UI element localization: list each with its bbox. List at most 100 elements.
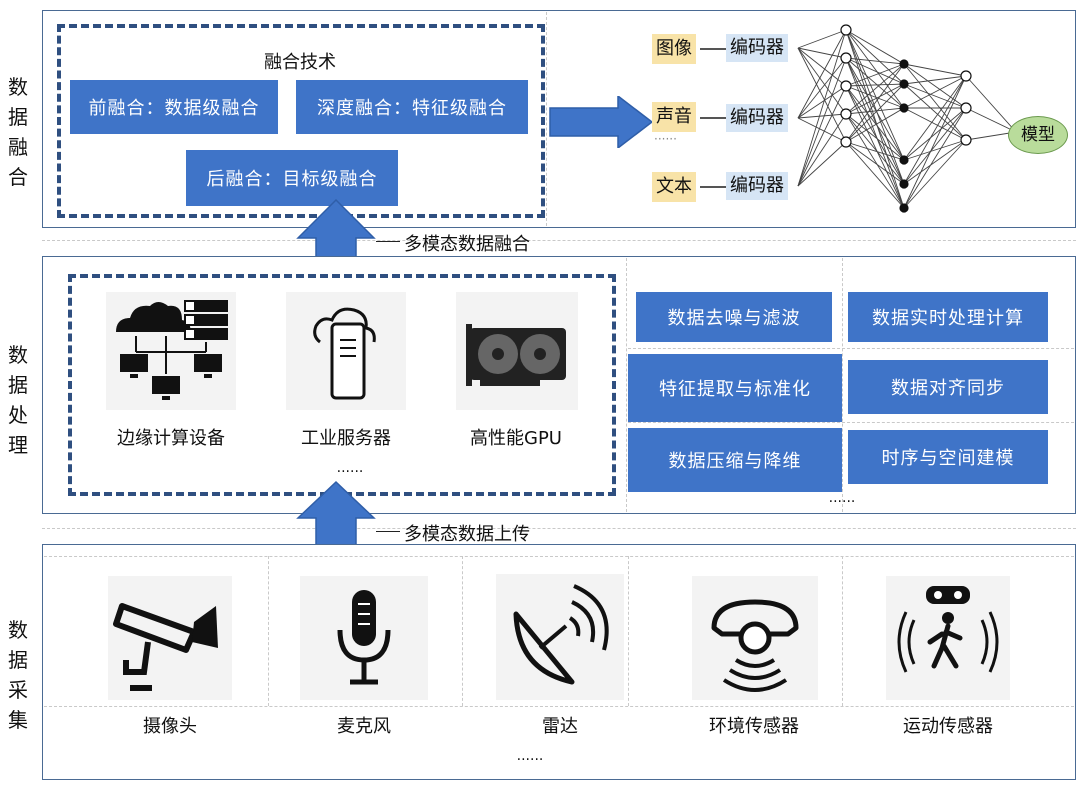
method-realtime: 数据实时处理计算 — [848, 292, 1048, 342]
devices-ellipsis: ······ — [336, 464, 364, 480]
nn-edge — [903, 107, 967, 185]
nn-edge — [797, 29, 847, 119]
encoder-sound: 编码器 — [726, 104, 788, 132]
environment-sensor-icon — [711, 599, 799, 692]
input-sound: 声音 — [652, 102, 696, 132]
nn-edge — [797, 29, 847, 187]
sensor-label-radar: 雷达 — [542, 716, 578, 737]
side-label-fusion: 数据融合 — [8, 75, 28, 189]
gpu-icon — [466, 324, 566, 386]
fusion-arrow-label: 多模态数据融合 — [404, 234, 530, 255]
nn-edge — [903, 139, 967, 185]
nn-edge — [845, 63, 905, 115]
nn-node — [899, 59, 909, 69]
nn-node — [899, 155, 909, 165]
nn-edge — [903, 75, 967, 185]
nn-edge — [845, 141, 905, 209]
method-compress: 数据压缩与降维 — [628, 428, 842, 492]
deep-fusion-box: 深度融合：特征级融合 — [296, 80, 528, 134]
nn-edge — [903, 75, 967, 209]
nn-node — [840, 52, 852, 64]
nn-node — [840, 108, 852, 120]
nn-edge — [903, 83, 967, 141]
nn-node — [960, 102, 972, 114]
side-label-collection: 数据采集 — [8, 618, 28, 732]
input-image: 图像 — [652, 34, 696, 64]
motion-sensor-tile — [886, 576, 1010, 700]
device-label-server: 工业服务器 — [301, 428, 391, 449]
nn-edge — [845, 83, 905, 115]
nn-edge — [845, 29, 905, 109]
nn-edge — [845, 57, 905, 185]
radar-icon — [513, 584, 609, 685]
nn-edge — [797, 85, 847, 187]
nn-edge — [797, 57, 847, 119]
nn-edge — [845, 85, 905, 109]
sensor-label-microphone: 麦克风 — [337, 716, 391, 737]
nn-edge — [903, 139, 967, 209]
sensors-ellipsis: ······ — [516, 752, 544, 768]
nn-edge — [965, 131, 1017, 141]
nn-node — [960, 134, 972, 146]
motion-sensor-icon — [897, 586, 999, 673]
nn-edge — [903, 107, 967, 209]
nn-edge — [845, 141, 905, 161]
upload-arrow-label: 多模态数据上传 — [404, 524, 530, 545]
microphone-icon — [337, 590, 391, 685]
input-ellipsis: ······ — [654, 132, 677, 146]
microphone-tile — [300, 576, 428, 700]
nn-edge — [903, 107, 967, 141]
nn-edge — [845, 107, 905, 143]
nn-edge — [845, 57, 905, 85]
nn-edge — [845, 29, 905, 85]
nn-node — [899, 179, 909, 189]
nn-edge — [903, 83, 967, 109]
nn-edge — [845, 107, 905, 115]
input-text: 文本 — [652, 172, 696, 202]
method-spatiotemporal: 时序与空间建模 — [848, 430, 1048, 484]
sensor-label-motion: 运动传感器 — [903, 716, 993, 737]
fusion-tech-frame — [57, 24, 545, 218]
camera-tile — [108, 576, 232, 700]
nn-edge — [845, 29, 905, 185]
nn-edge — [845, 63, 905, 143]
nn-edge — [903, 139, 967, 161]
methods-ellipsis: ······ — [828, 494, 856, 510]
nn-edge — [845, 57, 905, 209]
encoder-image: 编码器 — [726, 34, 788, 62]
nn-edge — [797, 57, 847, 187]
encoder-text: 编码器 — [726, 172, 788, 200]
nn-edge — [845, 29, 905, 65]
server-icon — [313, 307, 376, 400]
nn-node — [840, 24, 852, 36]
nn-edge — [797, 85, 847, 119]
nn-edge — [845, 85, 905, 185]
device-label-gpu: 高性能GPU — [470, 428, 562, 449]
camera-icon — [113, 603, 218, 691]
nn-edge — [797, 113, 847, 187]
sensor-label-environment: 环境传感器 — [709, 716, 799, 737]
nn-edge — [845, 83, 905, 87]
nn-node — [899, 79, 909, 89]
edge-device-tile — [106, 292, 236, 410]
method-align: 数据对齐同步 — [848, 360, 1048, 414]
nn-edge — [965, 75, 1017, 133]
nn-node — [899, 203, 909, 213]
nn-edge — [845, 63, 905, 87]
fusion-tech-title: 融合技术 — [264, 52, 336, 73]
nn-node — [840, 80, 852, 92]
neural-network-diagram — [797, 24, 1017, 213]
nn-edge — [797, 29, 847, 49]
radar-tile — [496, 574, 624, 700]
model-node: 模型 — [1008, 116, 1068, 154]
nn-edge — [845, 141, 905, 185]
nn-edge — [903, 75, 967, 85]
nn-edge — [903, 75, 967, 161]
nn-edge — [903, 63, 967, 77]
nn-edge — [845, 83, 905, 143]
nn-edge — [845, 29, 905, 161]
method-feature: 特征提取与标准化 — [628, 354, 842, 422]
nn-edge — [845, 57, 905, 65]
env-sensor-tile — [692, 576, 818, 700]
nn-edge — [845, 85, 905, 161]
